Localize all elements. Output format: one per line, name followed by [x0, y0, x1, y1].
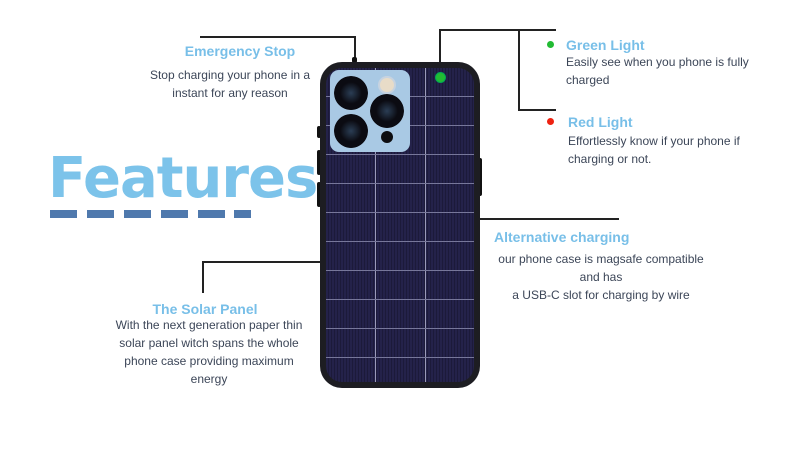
desc-line: and has: [579, 270, 623, 284]
desc-line: energy: [190, 372, 228, 386]
phone-side-button: [478, 158, 482, 196]
connector-line: [518, 109, 556, 111]
emergency-stop-button: [352, 57, 357, 63]
connector-line: [202, 261, 204, 293]
dash: [161, 210, 188, 218]
connector-line: [518, 29, 520, 111]
dash: [198, 210, 225, 218]
desc-line: solar panel witch spans the whole: [119, 336, 299, 350]
camera-lens: [334, 114, 368, 148]
red-light-title: Red Light: [568, 114, 633, 130]
desc-line: a USB-C slot for charging by wire: [512, 288, 690, 302]
solar-panel-desc: With the next generation paper thin sola…: [100, 316, 318, 388]
flash-icon: [378, 76, 396, 94]
dash: [124, 210, 151, 218]
phone-side-button: [317, 182, 321, 207]
desc-line: Stop charging your phone in a: [149, 68, 311, 82]
camera-lens: [370, 94, 404, 128]
camera-lens: [334, 76, 368, 110]
camera-module: [330, 70, 410, 152]
desc-line: With the next generation paper thin: [115, 318, 303, 332]
sensor-icon: [381, 131, 393, 143]
green-light-title: Green Light: [566, 37, 645, 53]
green-light-desc: Easily see when you phone is fully charg…: [566, 53, 749, 89]
dash: [50, 210, 77, 218]
desc-line: our phone case is magsafe compatible: [498, 252, 704, 266]
desc-line: charged: [566, 73, 610, 87]
connector-line: [354, 36, 356, 60]
red-light-desc: Effortlessly know if your phone if charg…: [568, 132, 740, 168]
alternative-charging-desc: our phone case is magsafe compatible and…: [476, 250, 726, 304]
emergency-stop-desc: Stop charging your phone in a instant fo…: [130, 66, 330, 102]
dash: [87, 210, 114, 218]
green-light-led: [435, 72, 446, 83]
solar-panel-title: The Solar Panel: [152, 301, 258, 317]
desc-line: charging or not.: [568, 152, 652, 166]
connector-line: [200, 36, 355, 38]
red-dot-icon: [547, 118, 554, 125]
phone-side-button: [317, 150, 321, 175]
dash: [234, 210, 251, 218]
alternative-charging-title: Alternative charging: [494, 229, 630, 245]
connector-line: [478, 218, 619, 220]
desc-line: phone case providing maximum: [124, 354, 294, 368]
desc-line: instant for any reason: [172, 86, 288, 100]
desc-line: Effortlessly know if your phone if: [568, 134, 740, 148]
connector-line: [439, 29, 441, 63]
connector-line: [439, 29, 556, 31]
emergency-stop-title: Emergency Stop: [184, 43, 296, 59]
green-dot-icon: [547, 41, 554, 48]
desc-line: Easily see when you phone is fully: [566, 55, 749, 69]
phone-side-button: [317, 126, 321, 138]
slide-title: Features: [48, 146, 318, 211]
connector-line: [202, 261, 322, 263]
